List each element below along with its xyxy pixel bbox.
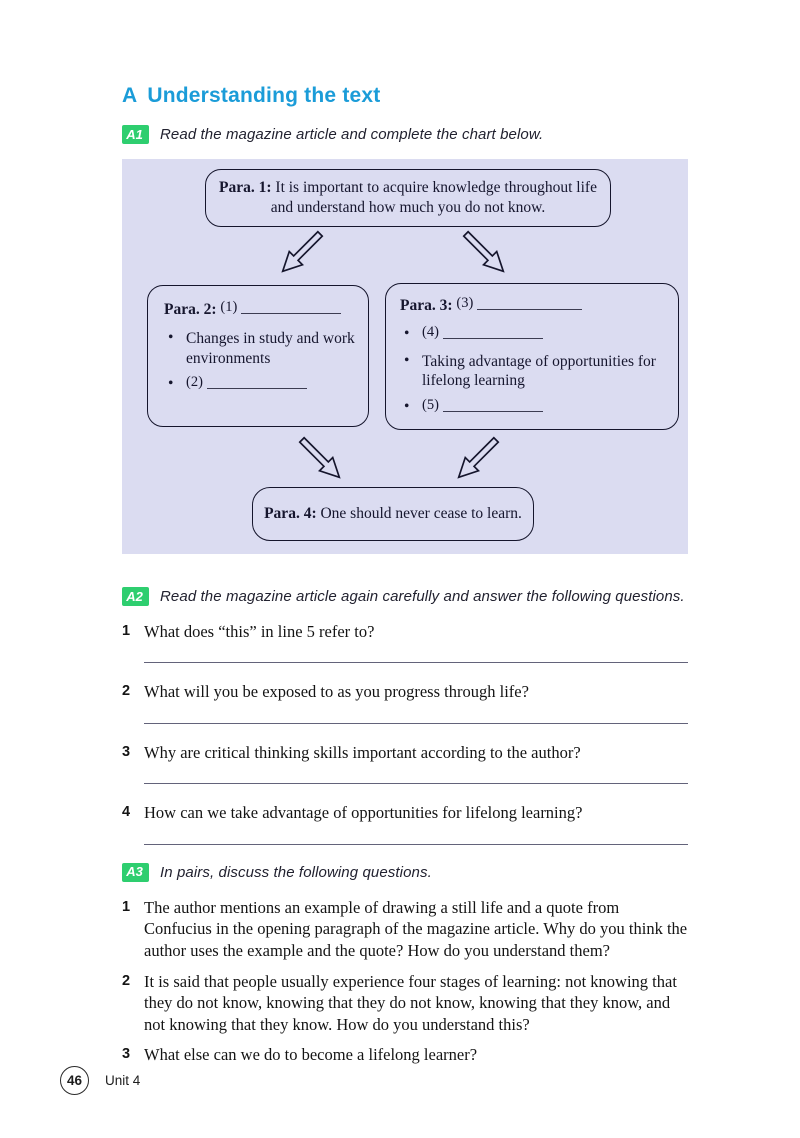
comprehension-questions: 1 What does “this” in line 5 refer to? 2…	[122, 621, 688, 845]
fill-in-blank-3[interactable]	[477, 297, 583, 310]
flowchart-box-para2: Para. 2: (1) Changes in study and work e…	[147, 285, 369, 427]
para2-bullet1-text: Changes in study and work environments	[186, 329, 355, 367]
para3-bullet1-slot: (4)	[422, 323, 439, 340]
flowchart-box-para4: Para. 4: One should never cease to learn…	[252, 487, 534, 541]
activity-instruction-a3: In pairs, discuss the following question…	[160, 863, 432, 881]
para2-bullet2-slot: (2)	[186, 374, 203, 391]
bullet-item: (4)	[400, 323, 670, 345]
question-text: What does “this” in line 5 refer to?	[144, 622, 375, 641]
para4-text: One should never cease to learn.	[320, 505, 522, 523]
unit-label: Unit 4	[105, 1073, 141, 1088]
arrow-down-left-icon	[449, 431, 504, 486]
para1-text: It is important to acquire knowledge thr…	[270, 179, 597, 216]
question-item: 1 What does “this” in line 5 refer to?	[122, 621, 688, 642]
question-text: Why are critical thinking skills importa…	[144, 742, 581, 762]
activity-instruction-a2: Read the magazine article again carefull…	[160, 588, 685, 605]
question-item: 1 The author mentions an example of draw…	[122, 897, 688, 962]
question-number: 1	[122, 623, 131, 639]
para4-label: Para. 4:	[264, 505, 317, 523]
question-item: 2 What will you be exposed to as you pro…	[122, 681, 688, 702]
bullet-item: (5)	[400, 397, 670, 418]
answer-line[interactable]	[144, 783, 688, 785]
question-number: 3	[122, 1046, 131, 1063]
arrow-down-left-icon	[273, 225, 328, 280]
para2-label: Para. 2:	[164, 301, 217, 318]
para3-bullet3-slot: (5)	[422, 397, 439, 414]
question-number: 2	[122, 683, 131, 700]
question-item: 3 What else can we do to become a lifelo…	[122, 1044, 688, 1066]
question-number: 3	[122, 743, 131, 760]
question-text: It is said that people usually experienc…	[144, 971, 677, 1034]
section-heading: A Understanding the text	[122, 84, 688, 108]
answer-line[interactable]	[144, 662, 688, 664]
para3-slot: (3)	[456, 295, 474, 311]
flowchart-box-para1: Para. 1: It is important to acquire know…	[205, 169, 611, 227]
question-item: 4 How can we take advantage of opportuni…	[122, 802, 688, 823]
question-text: The author mentions an example of drawin…	[144, 897, 688, 960]
para2-bullets: Changes in study and work environments (…	[164, 328, 360, 395]
para2-title: Para. 2: (1)	[164, 299, 360, 320]
para1-label: Para. 1:	[219, 179, 272, 196]
discussion-questions: 1 The author mentions an example of draw…	[122, 897, 688, 1066]
fill-in-blank-5[interactable]	[442, 399, 543, 413]
activity-badge-a1: A1	[122, 125, 149, 144]
question-text: What will you be exposed to as you progr…	[144, 682, 529, 702]
activity-badge-a2: A2	[122, 587, 149, 606]
activity-a2-header: A2 Read the magazine article again caref…	[122, 587, 688, 606]
para2-slot: (1)	[220, 299, 238, 315]
question-number: 2	[122, 972, 131, 989]
para3-bullet2-text: Taking advantage of opportunities for li…	[422, 352, 656, 390]
flowchart-box-para3: Para. 3: (3) (4) Taking advantage of opp…	[385, 283, 679, 430]
page-number-badge: 46	[60, 1066, 89, 1095]
flowchart-panel: Para. 1: It is important to acquire know…	[122, 159, 688, 554]
bullet-item: Changes in study and work environments	[164, 328, 360, 369]
section-letter: A	[122, 84, 138, 107]
question-text: How can we take advantage of opportuniti…	[144, 803, 583, 823]
activity-a1-header: A1 Read the magazine article and complet…	[122, 125, 688, 144]
para3-bullets: (4) Taking advantage of opportunities fo…	[400, 323, 670, 418]
answer-line[interactable]	[144, 722, 688, 724]
arrow-down-right-icon	[293, 431, 348, 486]
answer-line[interactable]	[144, 843, 688, 845]
para3-label: Para. 3:	[400, 297, 453, 314]
bullet-item: (2)	[164, 374, 360, 395]
activity-instruction-a1: Read the magazine article and complete t…	[160, 126, 544, 143]
para3-title: Para. 3: (3)	[400, 295, 670, 316]
arrow-down-right-icon	[457, 225, 512, 280]
question-number: 1	[122, 898, 131, 915]
fill-in-blank-2[interactable]	[206, 376, 307, 390]
question-item: 2 It is said that people usually experie…	[122, 971, 688, 1036]
section-title: Understanding the text	[147, 84, 381, 107]
page-footer: 46 Unit 4	[60, 1066, 140, 1095]
question-item: 3 Why are critical thinking skills impor…	[122, 742, 688, 763]
activity-badge-a3: A3	[122, 862, 149, 882]
question-text: What else can we do to become a lifelong…	[144, 1045, 478, 1065]
question-number: 4	[122, 804, 131, 821]
bullet-item: Taking advantage of opportunities for li…	[400, 351, 670, 392]
worksheet-page: A Understanding the text A1 Read the maga…	[122, 84, 688, 1075]
activity-a3-header: A3 In pairs, discuss the following quest…	[122, 862, 688, 882]
fill-in-blank-4[interactable]	[442, 326, 543, 339]
fill-in-blank-1[interactable]	[241, 301, 342, 314]
